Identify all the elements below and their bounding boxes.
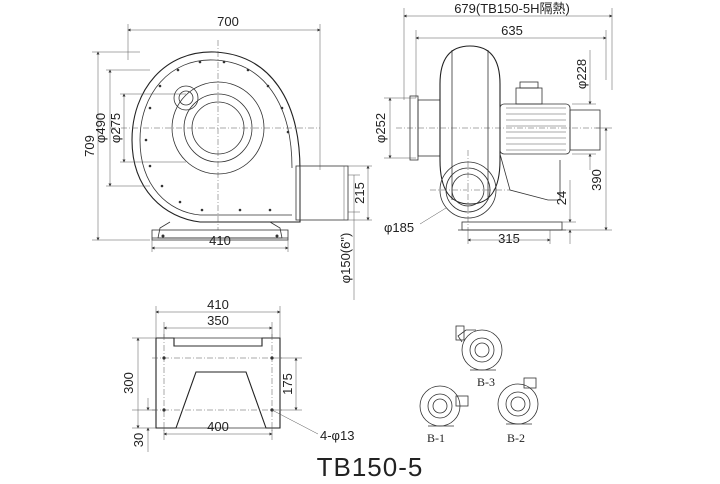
front-height-dim: 709 bbox=[82, 135, 97, 157]
side-dia-185-dim: φ185 bbox=[384, 220, 414, 235]
front-dia-275-dim: φ275 bbox=[108, 113, 123, 143]
model-title: TB150-5 bbox=[317, 452, 424, 482]
side-dia-228-dim: φ228 bbox=[574, 59, 589, 89]
base-height-175-dim: 175 bbox=[280, 373, 295, 395]
base-width-410-dim: 410 bbox=[207, 297, 229, 312]
side-height-390-dim: 390 bbox=[589, 169, 604, 191]
orientation-b3: B-3 bbox=[455, 325, 503, 389]
side-view: 679(TB150-5H隔熱) 635 bbox=[373, 1, 613, 246]
front-width-dim: 700 bbox=[217, 14, 239, 29]
base-height-300-dim: 300 bbox=[121, 372, 136, 394]
base-view: 410 350 300 175 400 30 4-φ13 bbox=[121, 297, 354, 452]
front-view: 700 709 φ490 φ275 410 215 φ150(6") bbox=[82, 14, 372, 300]
side-base-315-dim: 315 bbox=[498, 231, 520, 246]
base-width-400-dim: 400 bbox=[207, 419, 229, 434]
outlet-215-dim: 215 bbox=[352, 182, 367, 204]
base-height-30-dim: 30 bbox=[131, 433, 146, 447]
front-base-dim: 410 bbox=[209, 233, 231, 248]
base-width-350-dim: 350 bbox=[207, 313, 229, 328]
orientation-b1-label: B-1 bbox=[427, 431, 445, 445]
side-dia-252-dim: φ252 bbox=[373, 113, 388, 143]
outlet-150-dim: φ150(6") bbox=[338, 233, 353, 284]
front-dia-490-dim: φ490 bbox=[93, 113, 108, 143]
base-holes-dim: 4-φ13 bbox=[320, 428, 354, 443]
side-length-dim: 635 bbox=[501, 23, 523, 38]
orientation-b2: B-2 bbox=[497, 377, 539, 445]
orientation-b3-label: B-3 bbox=[477, 375, 495, 389]
orientation-b2-label: B-2 bbox=[507, 431, 525, 445]
orientation-b1: B-1 bbox=[419, 385, 469, 445]
side-overall-dim: 679(TB150-5H隔熱) bbox=[454, 1, 570, 16]
side-height-24-dim: 24 bbox=[554, 191, 569, 205]
